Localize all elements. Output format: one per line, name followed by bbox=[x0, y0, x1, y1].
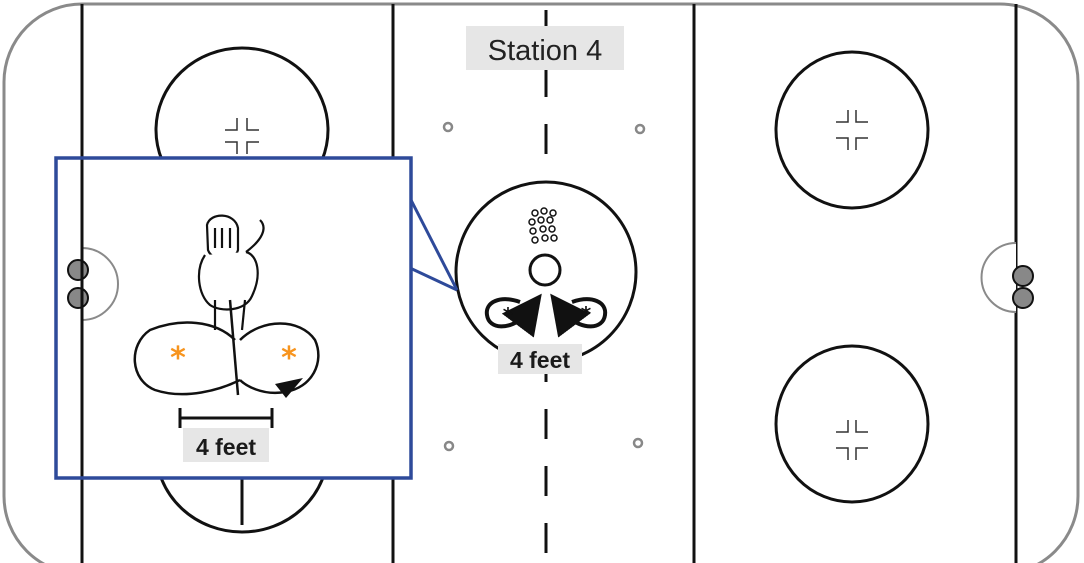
distance-label-zoom-background bbox=[183, 428, 269, 462]
cone bbox=[443, 440, 455, 452]
zoom-callout: * * 4 feet bbox=[56, 158, 411, 478]
figure-eight-loop-right bbox=[239, 322, 320, 395]
distance-bar bbox=[178, 408, 274, 428]
goal-crease-left bbox=[81, 247, 119, 321]
star-marker-icon: * bbox=[170, 341, 186, 376]
cone bbox=[442, 121, 454, 133]
star-marker-icon: * bbox=[581, 302, 592, 326]
cone bbox=[632, 437, 644, 449]
cone bbox=[634, 123, 646, 135]
hash-marks-top-left bbox=[225, 118, 259, 154]
station-title: Station 4 bbox=[488, 35, 602, 67]
distance-label-center-background bbox=[498, 344, 582, 374]
skating-loop-left bbox=[484, 293, 542, 338]
puck-pile-icon bbox=[528, 207, 558, 244]
distance-label-center: 4 feet bbox=[510, 347, 570, 373]
net-post-left-bottom bbox=[67, 287, 89, 309]
callout-line-bottom bbox=[409, 266, 458, 292]
zoom-callout-frame bbox=[54, 156, 413, 480]
distance-label-zoom: 4 feet bbox=[196, 434, 256, 460]
star-marker-icon: * bbox=[503, 303, 514, 327]
net-post-right-bottom bbox=[1012, 287, 1034, 309]
star-marker-icon: * bbox=[281, 341, 297, 376]
goal-crease-right bbox=[980, 242, 1017, 313]
station-title-background bbox=[466, 26, 624, 70]
hash-marks-top-right bbox=[836, 110, 868, 150]
hash-marks-bottom-right bbox=[836, 420, 868, 460]
net-post-right-top bbox=[1012, 265, 1034, 287]
skating-loop-right bbox=[550, 293, 608, 338]
arrow-icon bbox=[275, 378, 303, 398]
net-post-left-top bbox=[67, 259, 89, 281]
figure-eight-loop-left bbox=[133, 321, 241, 396]
player-icon bbox=[197, 214, 265, 396]
faceoff-circle-top-right bbox=[774, 50, 930, 210]
callout-line-top bbox=[408, 197, 459, 291]
faceoff-circle-bottom-right bbox=[774, 344, 930, 504]
net-icon bbox=[528, 253, 562, 287]
